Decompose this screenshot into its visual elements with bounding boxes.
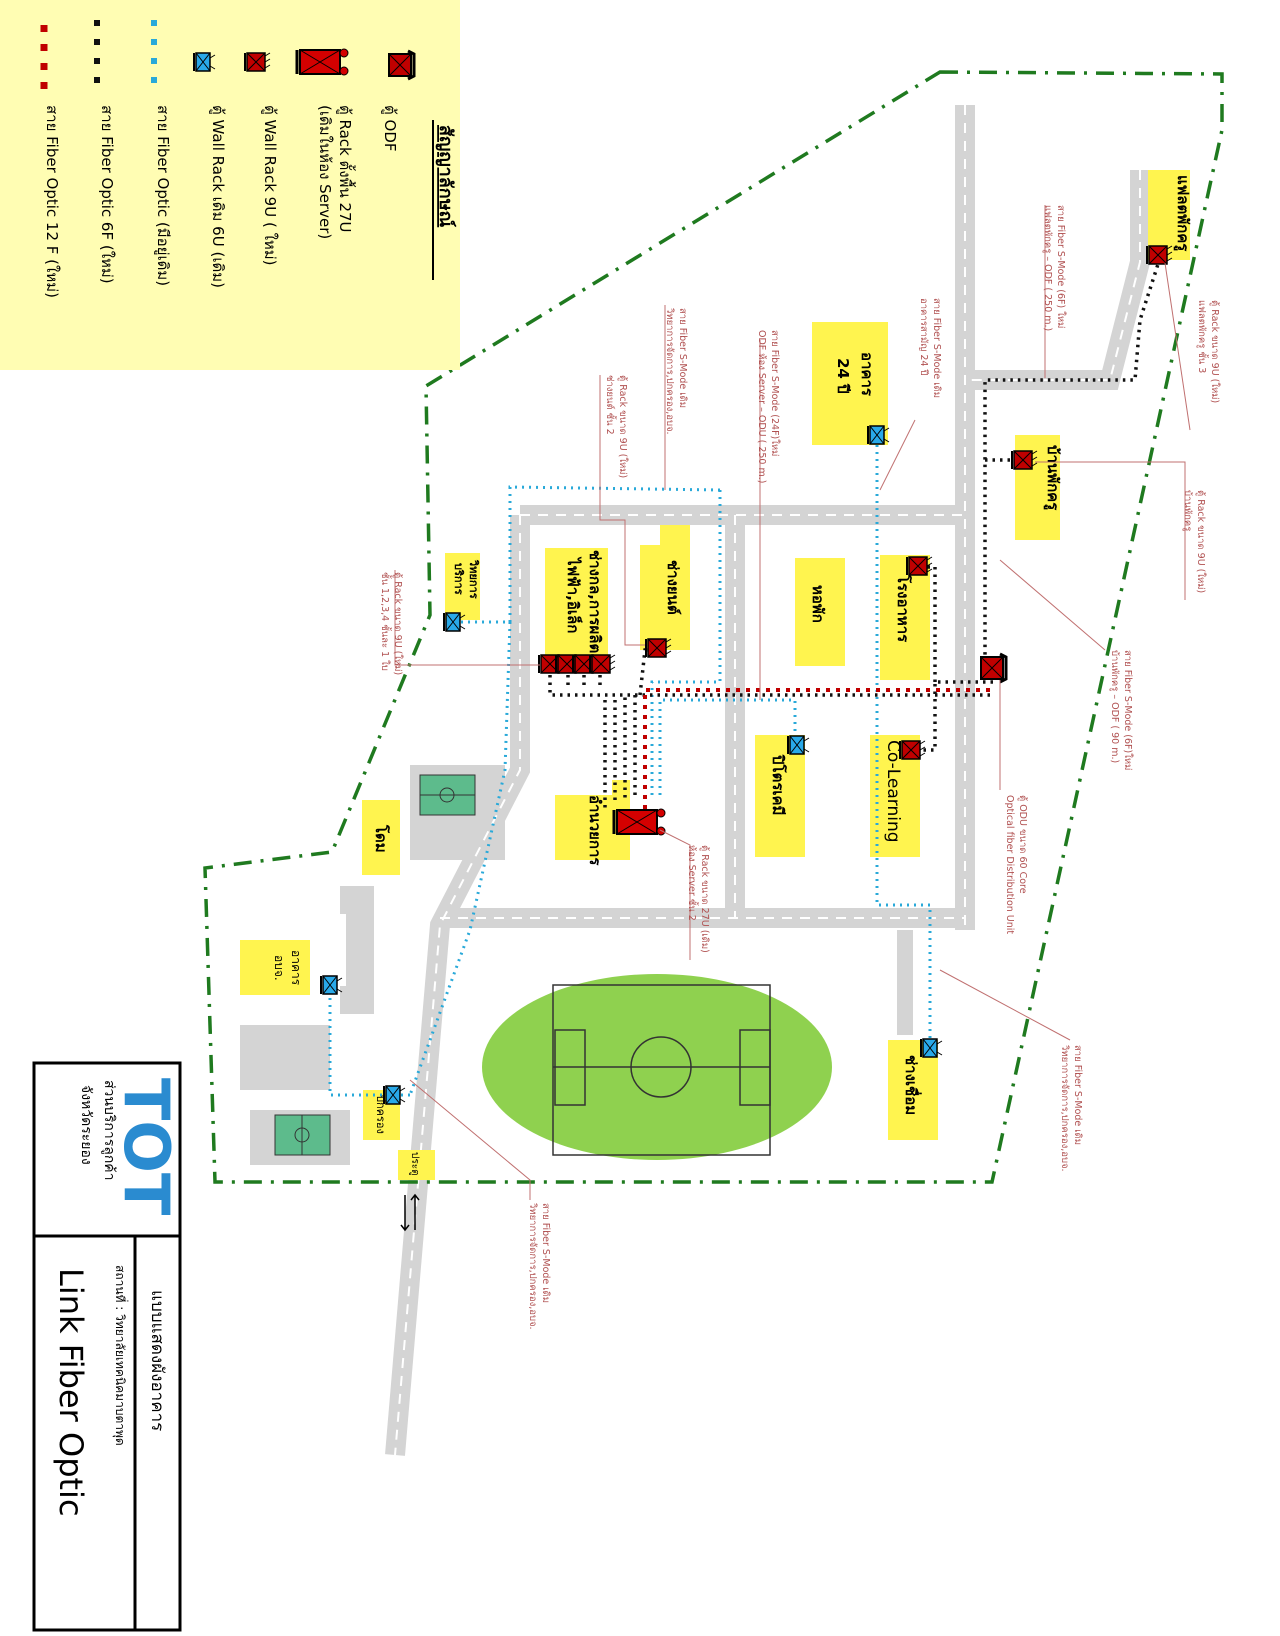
parking-area	[240, 1025, 330, 1090]
label-b24: อาคาร	[858, 352, 876, 397]
tot-logo: TOT	[110, 1078, 183, 1215]
campus-boundary	[203, 70, 1224, 1184]
org-province: จังหวัดระยอง	[78, 1085, 94, 1165]
building-admin	[555, 780, 630, 860]
annotation: สาย Fiber S-Mode เดิมอาคารสามัญ 24 ปี	[918, 298, 942, 398]
small-court	[419, 774, 476, 816]
label-auto: ช่างยนต์	[664, 560, 682, 615]
annotations: ตู้ Rack ขนาด 9U (ใหม่)แฟลตพักครู ชั้น 3…	[379, 205, 1221, 1330]
label-flat: แฟลตพักครู	[1173, 175, 1192, 252]
label-house: บ้านพักครู	[1043, 445, 1062, 511]
wall-rack-6u-icon	[920, 1038, 943, 1058]
org-name: ส่วนบริการลูกค้า	[101, 1080, 117, 1181]
rack-27u-icon	[612, 807, 667, 837]
building-service	[445, 553, 480, 620]
label-service: วิทยการ	[467, 559, 480, 599]
building-labels: แฟลตพักครู บ้านพักครู อาคาร 24 ปี โรงอาห…	[272, 175, 1192, 1176]
legend-label-rack27: ตู้ Rack ตั้งพื้น 27U(เดิมในห้อง Server)	[316, 105, 356, 239]
odf-icon	[387, 49, 416, 81]
wall-rack-9u-icon	[589, 654, 616, 674]
building-mech	[545, 548, 608, 660]
building-canteen	[880, 555, 930, 680]
building-pao	[240, 940, 310, 995]
label-mech-line2: ไฟฟ้า,อิเล็ก	[564, 556, 583, 633]
label-b24-line2: 24 ปี	[834, 358, 852, 394]
label-dome: โดม	[372, 824, 391, 853]
building-dorm	[795, 558, 845, 666]
label-service-line2: บริการ	[452, 563, 465, 595]
wall-rack-6u-icon	[787, 735, 810, 755]
annotation-leaders	[394, 205, 1191, 1200]
new-12f-line	[643, 688, 990, 810]
label-colearning: Co-Learning	[883, 740, 903, 843]
annotation: สาย Fiber S-Mode (24F)ใหม่ODF ห้อง Serve…	[756, 330, 781, 483]
legend-label-12f: สาย Fiber Optic 12 F (ใหม่)	[43, 105, 61, 298]
building-petro	[755, 735, 805, 857]
legend-label-odf: ตู้ ODF	[381, 105, 399, 152]
building-gate	[398, 1150, 435, 1180]
label-canteen: โรงอาหาร	[894, 574, 913, 643]
legend-title: สัญญาลักษณ์	[435, 125, 457, 228]
legend-label-rack6: ตู้ Wall Rack เดิม 6U (เดิม)	[209, 105, 227, 288]
annotation: ตู้ Rack ขนาด 9U (ใหม่)ชั้น 1,2,3,4 ชั้น…	[379, 572, 404, 675]
legend-label-rack9: ตู้ Wall Rack 9U ( ใหม่)	[261, 105, 279, 266]
annotation: สาย Fiber S-Mode เดิมวิทยาการจัดการ,ปกคร…	[527, 1202, 551, 1329]
annotation: ตู้ Rack ขนาด 9U (ใหม่)ช่างยนต์ ชั้น 2	[604, 375, 629, 478]
label-dorm: หอพัก	[809, 585, 827, 623]
annotation: ตู้ Rack ขนาด 9U (ใหม่)แฟลตพักครู ชั้น 3	[1196, 300, 1221, 403]
label-weld: ช่างเชื่อม	[902, 1055, 922, 1115]
plan-title: Link Fiber Optic	[52, 1268, 90, 1517]
label-gate: ประตู	[409, 1152, 420, 1176]
label-gov: ปกครอง	[374, 1095, 387, 1134]
label-mech: ช่างกล,การผลิต	[586, 550, 604, 653]
rack-27u-icon	[295, 47, 350, 77]
title-block: TOT ส่วนบริการลูกค้า จังหวัดระยอง แบบแสด…	[32, 1061, 183, 1632]
label-pao-line2: อบจ.	[272, 955, 286, 981]
wall-rack-6u-icon	[320, 975, 343, 995]
building-auto	[640, 525, 690, 650]
annotation: สาย Fiber S-Mode (6F) ใหม่แฟลตพักครู – O…	[1042, 205, 1067, 331]
legend-label-6f: สาย Fiber Optic 6F (ใหม่)	[98, 105, 116, 284]
legend: สัญญาลักษณ์ ตู้ ODF ตู้ Rack ตั้งพื้น 27…	[0, 0, 460, 370]
odu-icon	[979, 652, 1008, 684]
label-admin: อำนวยการ	[586, 795, 604, 866]
building-flat	[1148, 170, 1190, 260]
annotation: ตู้ Rack ขนาด 27U (เดิม)ห้อง Server ชั้น…	[686, 845, 710, 953]
annotation: สาย Fiber S-Mode เดิมวิทยาการจัดการ,ปกคร…	[1059, 1044, 1083, 1171]
annotation: ตู้ Rack ขนาด 9U (ใหม่)บ้านพักครู	[1182, 490, 1207, 593]
legend-label-existing: สาย Fiber Optic (มีอยู่เดิม)	[154, 105, 172, 286]
existing-fiber-lines	[328, 445, 932, 1097]
annotation: สาย Fiber S-Mode เดิมวิทยาการจัดการ,ปกคร…	[664, 307, 688, 434]
building-24	[812, 322, 888, 445]
gate-arrows-icon	[400, 1193, 420, 1232]
annotation: ตู้ ODU ขนาด 60 CoreOptical fiber Distri…	[1004, 795, 1028, 934]
building-dome	[362, 800, 400, 875]
plan-heading: แบบแสดงผังอาคาร	[147, 1290, 167, 1431]
football-field	[482, 974, 832, 1160]
small-court	[274, 1114, 331, 1156]
label-pao: อาคาร	[289, 950, 303, 986]
site-name: สถานที่ : วิทยาลัยเทคนิคมาบตาพุด	[112, 1265, 129, 1446]
annotation: สาย Fiber S-Mode (6F)ใหม่บ้านพักครู – OD…	[1109, 650, 1134, 770]
label-petro: ปิโตรเคมี	[769, 754, 788, 815]
